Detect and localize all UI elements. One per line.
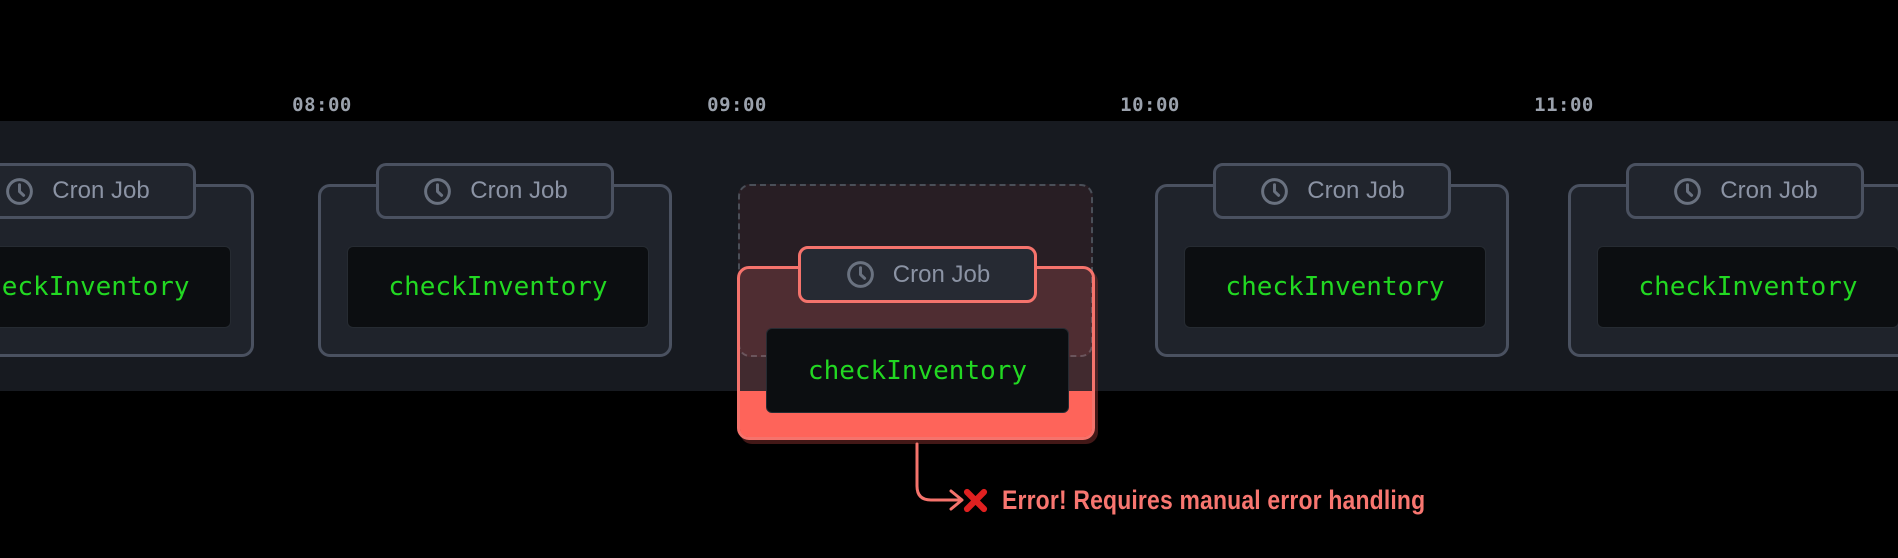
code-label: checkInventory [0, 272, 190, 302]
cron-card: Cron Job checkInventory [1155, 163, 1509, 357]
error-x-icon [963, 488, 988, 512]
error-note: Error! Requires manual error handling [962, 484, 1500, 516]
time-label-0900: 09:00 [707, 94, 767, 116]
elbow-arrow [915, 442, 964, 511]
cron-badge: Cron Job [1213, 163, 1451, 219]
badge-label: Cron Job [1720, 177, 1818, 204]
code-label: checkInventory [1638, 272, 1858, 302]
badge-label: Cron Job [52, 177, 150, 204]
clock-icon [1674, 177, 1702, 205]
error-message: Error! Requires manual error handling [1002, 484, 1426, 515]
clock-icon [1261, 177, 1289, 205]
badge-label: Cron Job [470, 177, 568, 204]
cron-badge: Cron Job [0, 163, 196, 219]
cron-badge: Cron Job [1626, 163, 1864, 219]
code-label: checkInventory [807, 355, 1028, 386]
cron-card: Cron Job checkInventory [0, 163, 254, 357]
badge-label: Cron Job [1307, 177, 1405, 204]
code-box: checkInventory [1597, 246, 1898, 328]
clock-icon [846, 261, 874, 288]
error-cron-card: Cron Job checkInventory [737, 246, 1095, 440]
cron-card: Cron Job checkInventory [1568, 163, 1898, 357]
time-label-0800: 08:00 [292, 94, 352, 116]
code-label: checkInventory [388, 272, 608, 302]
cron-badge-error: Cron Job [798, 246, 1037, 303]
code-box: checkInventory [766, 328, 1069, 413]
time-label-1100: 11:00 [1534, 94, 1594, 116]
clock-icon [424, 177, 452, 205]
clock-icon [6, 177, 34, 205]
cron-badge: Cron Job [376, 163, 614, 219]
code-box: checkInventory [1184, 246, 1486, 328]
code-label: checkInventory [1225, 272, 1445, 302]
badge-label: Cron Job [892, 260, 991, 288]
code-box: checkInventory [347, 246, 649, 328]
cron-card: Cron Job checkInventory [318, 163, 672, 357]
code-box: checkInventory [0, 246, 231, 328]
time-label-1000: 10:00 [1120, 94, 1180, 116]
